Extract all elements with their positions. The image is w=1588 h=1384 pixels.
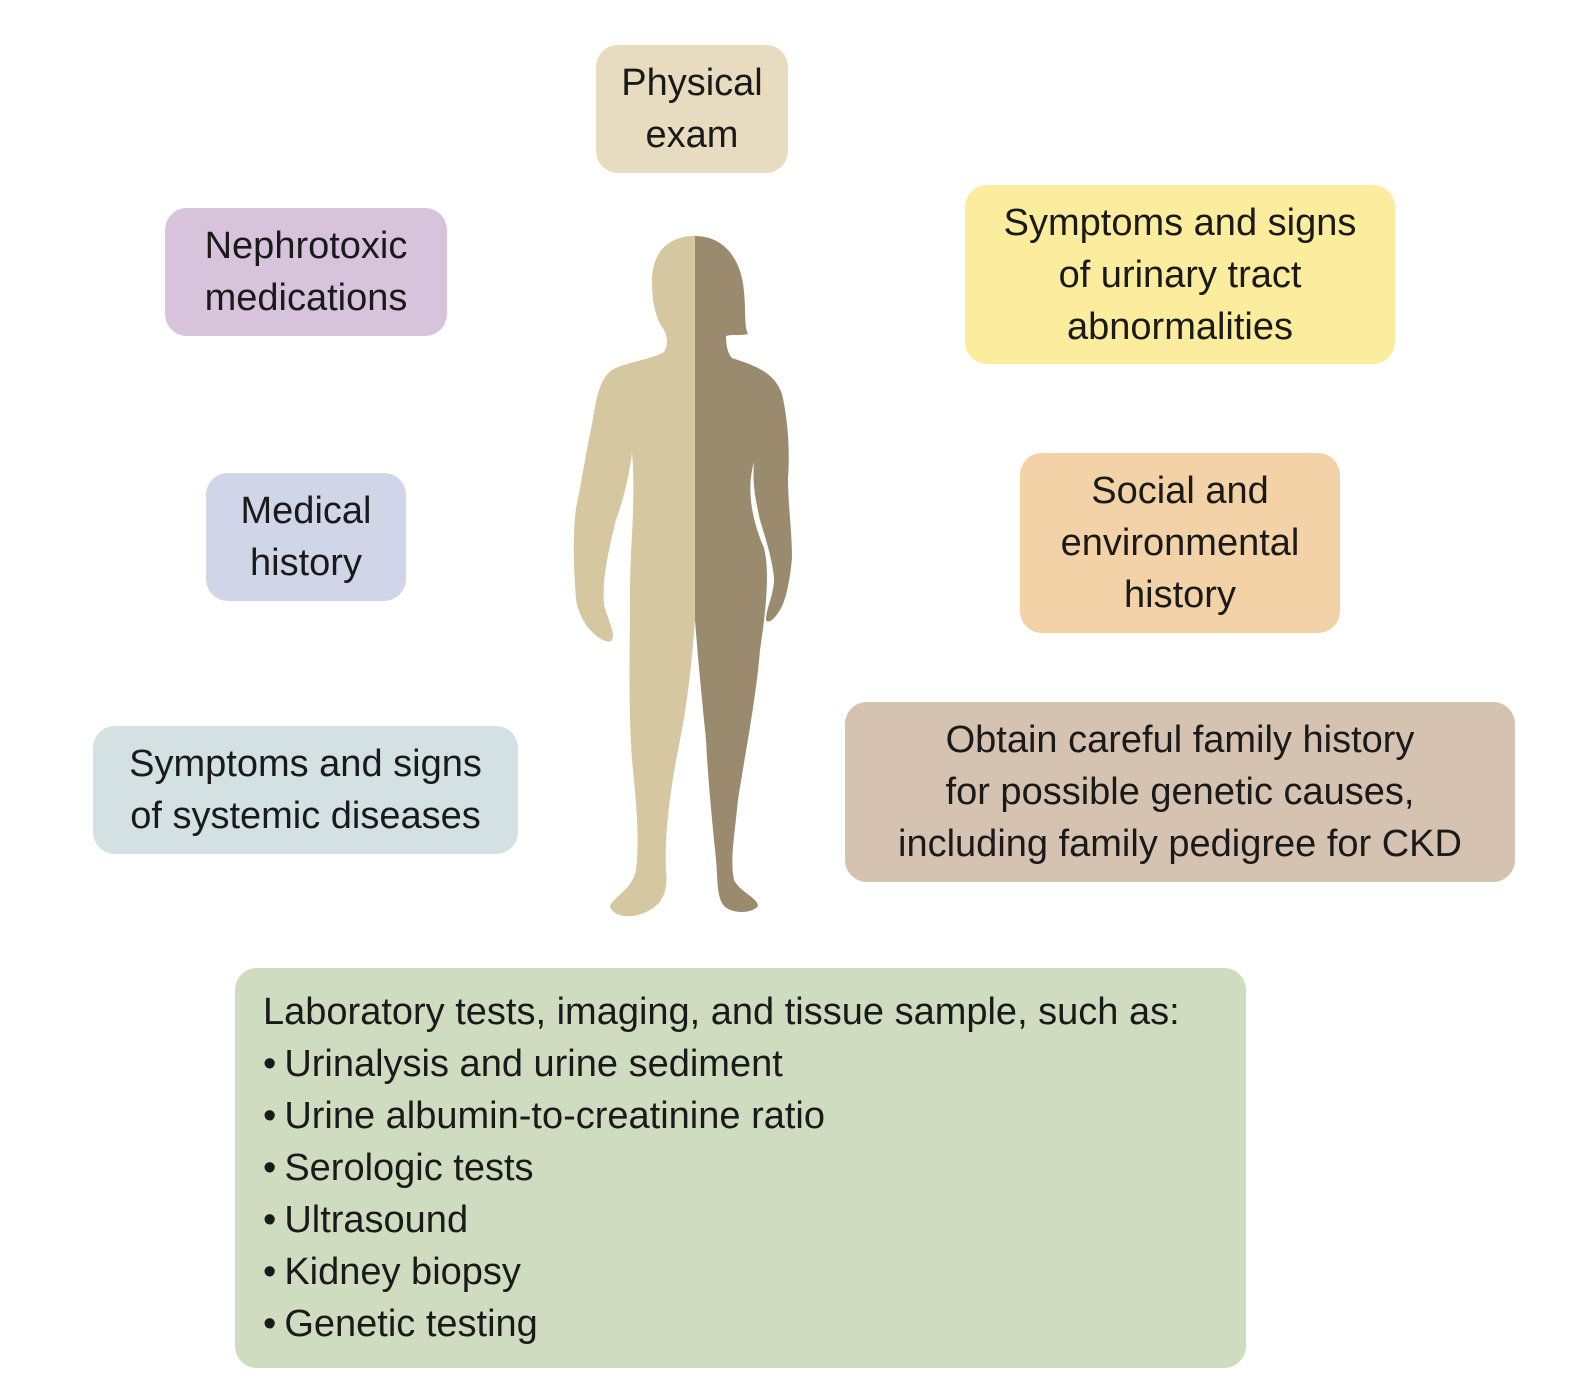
physical-exam-line-1: Physical — [621, 62, 763, 104]
urinary-line-2: of urinary tract — [1058, 253, 1302, 296]
lab-title: Laboratory tests, imaging, and tissue sa… — [263, 991, 1180, 1033]
lab-item-acr: Urine albumin-to-creatinine ratio — [263, 1090, 1246, 1142]
systemic-line-1: Symptoms and signs — [129, 743, 482, 785]
nephrotoxic-line-1: Nephrotoxic — [204, 225, 408, 267]
family-line-2: for possible genetic causes, — [945, 771, 1415, 813]
social-line-3: history — [1124, 574, 1236, 616]
family-line-1: Obtain careful family history — [945, 719, 1415, 761]
lab-item-biopsy: Kidney biopsy — [263, 1246, 1246, 1298]
medical-history-line-1: Medical — [240, 490, 372, 532]
urinary-line-3: abnormalities — [1067, 305, 1293, 348]
lab-item-ultrasound: Ultrasound — [263, 1194, 1246, 1246]
male-half-silhouette — [573, 236, 695, 917]
systemic-diseases-box: Symptoms and signs of systemic diseases — [93, 726, 518, 854]
medical-history-box: Medical history — [206, 473, 406, 601]
physical-exam-line-2: exam — [645, 114, 739, 156]
social-line-1: Social and — [1091, 470, 1269, 512]
physical-exam-box: Physical exam — [596, 45, 788, 173]
social-environmental-box: Social and environmental history — [1020, 453, 1340, 633]
medical-history-line-2: history — [250, 542, 362, 584]
lab-item-genetic: Genetic testing — [263, 1298, 1246, 1350]
lab-list: Urinalysis and urine sediment Urine albu… — [263, 1038, 1246, 1350]
laboratory-tests-box: Laboratory tests, imaging, and tissue sa… — [235, 968, 1246, 1368]
nephrotoxic-medications-box: Nephrotoxic medications — [165, 208, 447, 336]
lab-item-serologic: Serologic tests — [263, 1142, 1246, 1194]
social-line-2: environmental — [1060, 522, 1300, 564]
urinary-tract-box: Symptoms and signs of urinary tract abno… — [965, 185, 1395, 364]
urinary-line-1: Symptoms and signs — [1003, 201, 1357, 244]
family-line-3: including family pedigree for CKD — [898, 823, 1462, 865]
nephrotoxic-line-2: medications — [204, 277, 408, 319]
systemic-line-2: of systemic diseases — [130, 795, 481, 837]
family-history-box: Obtain careful family history for possib… — [845, 702, 1515, 882]
female-half-silhouette — [695, 236, 792, 912]
lab-item-urinalysis: Urinalysis and urine sediment — [263, 1038, 1246, 1090]
